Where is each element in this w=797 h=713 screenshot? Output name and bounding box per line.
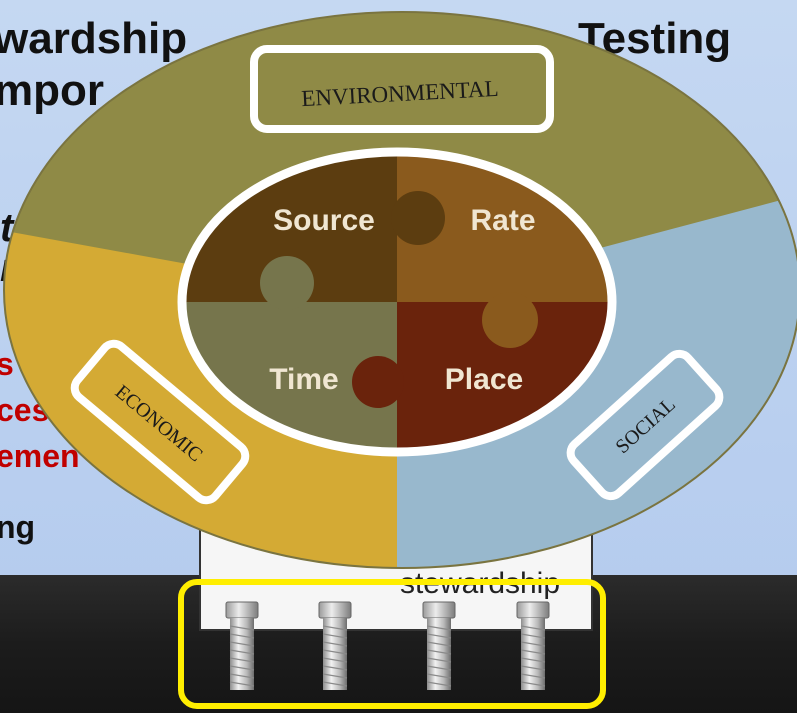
bolt-1 [225, 601, 259, 690]
black-fragment-4: ng [0, 509, 36, 545]
economic-box: ECONOMIC [70, 339, 250, 505]
bolt-3 [422, 601, 456, 690]
title-fragment-1: wardship [0, 14, 188, 63]
social-box: SOCIAL [566, 349, 724, 501]
title-fragment-3: mpor [0, 66, 104, 115]
red-fragment-3: emen [0, 438, 80, 474]
environmental-box: ENVIRONMENTAL [250, 45, 554, 133]
bolt-2 [318, 601, 352, 690]
bolt-4 [516, 601, 550, 690]
puzzle-label-time: Time [269, 363, 338, 396]
puzzle-label-rate: Rate [470, 204, 535, 237]
bolts-highlight-box [178, 579, 606, 709]
puzzle-label-source: Source [273, 204, 375, 237]
red-fragment-1: s [0, 346, 14, 382]
puzzle-label-place: Place [445, 363, 523, 396]
